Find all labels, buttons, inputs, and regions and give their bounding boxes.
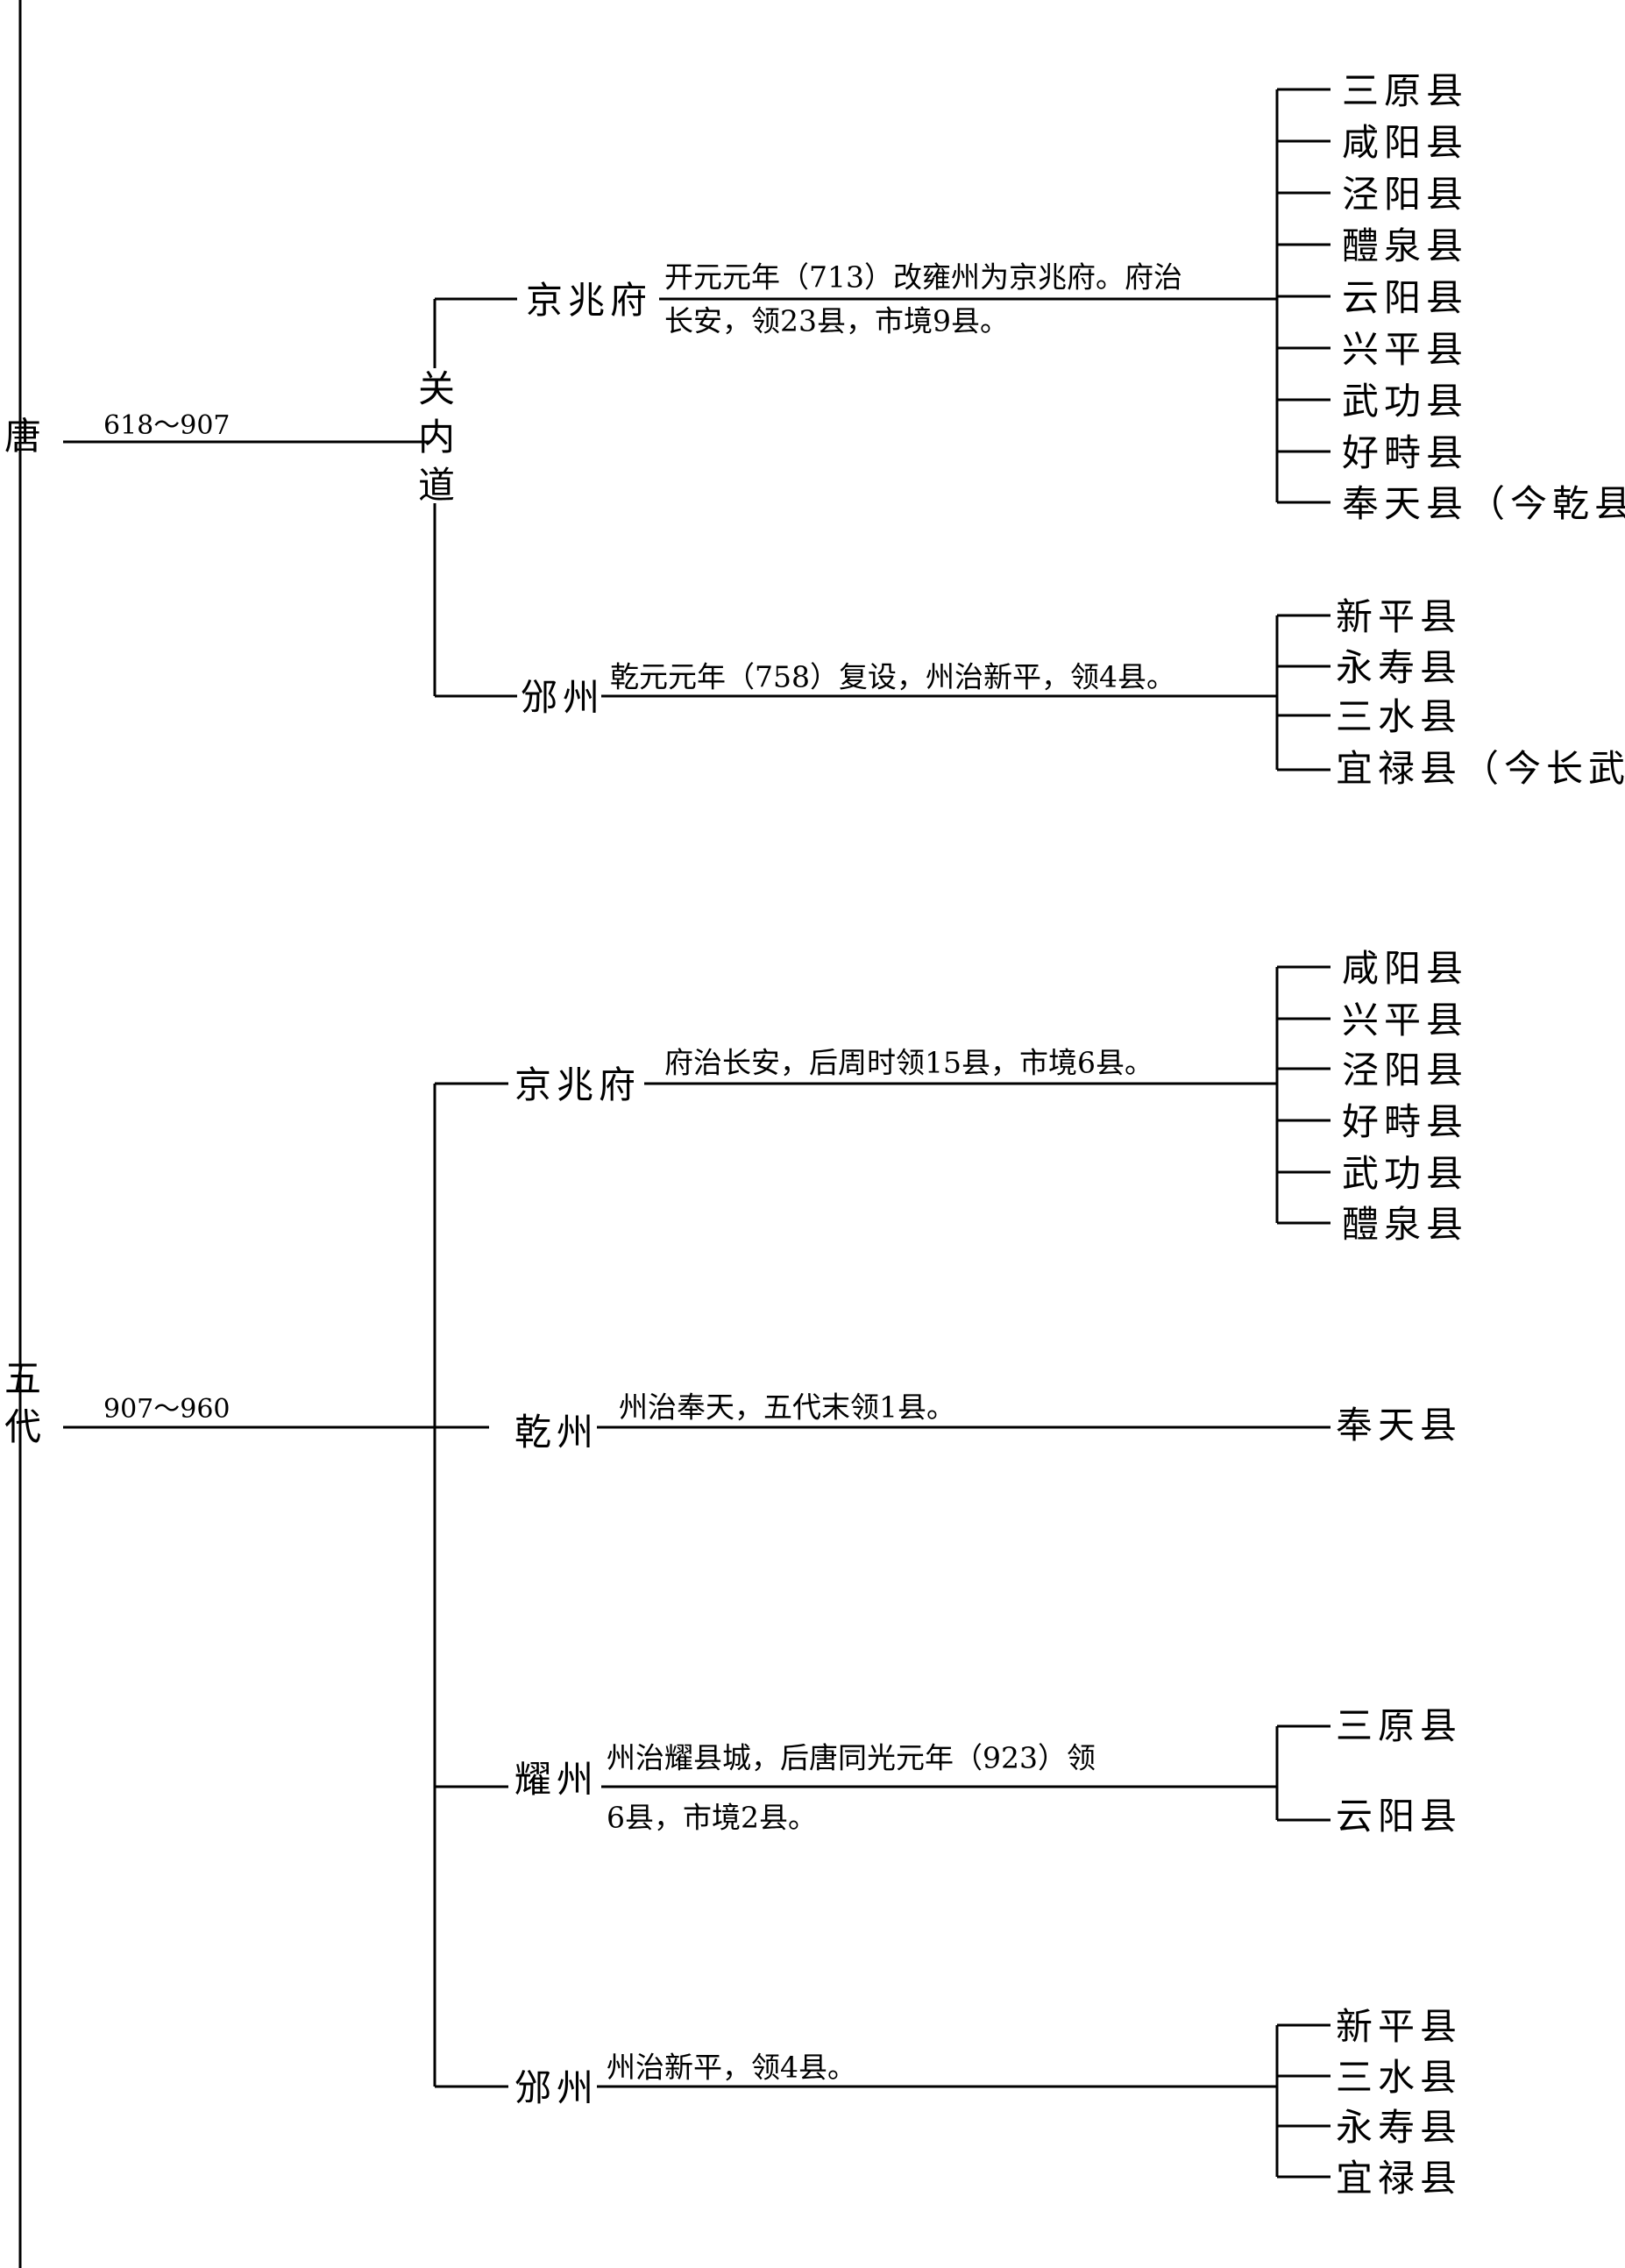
- county: 云阳县: [1342, 276, 1469, 319]
- county: 好畤县: [1342, 431, 1469, 474]
- wudai-binzhou-name: 邠州: [514, 2066, 600, 2109]
- wudai-years: 907～960: [103, 1394, 231, 1425]
- county: 永寿县: [1336, 646, 1463, 689]
- county: 武功县: [1342, 380, 1469, 423]
- county: 新平县: [1336, 2005, 1463, 2048]
- circuit-guanneidao: 关内道: [417, 367, 455, 507]
- county: 咸阳县: [1342, 947, 1469, 990]
- wudai-yaozhou-name: 耀州: [514, 1758, 600, 1801]
- county: 咸阳县: [1342, 121, 1469, 164]
- wudai-jingzhao-ticks: [1277, 965, 1331, 1225]
- county: 好畤县: [1342, 1100, 1469, 1143]
- tang-jingzhao-note-2: 长安，领23县，市境9县。: [664, 303, 1009, 338]
- tang-jingzhao-ticks: [1277, 88, 1331, 504]
- county: 奉天县: [1336, 1404, 1463, 1447]
- county: 三水县: [1336, 695, 1463, 738]
- wudai-binzhou-ticks: [1277, 2023, 1331, 2179]
- county: 武功县: [1342, 1152, 1469, 1195]
- tang-binzhou-ticks: [1277, 614, 1331, 771]
- wudai-qianzhou-note: 州治奉天，五代末领1县。: [619, 1390, 955, 1425]
- county: 奉天县（今乾县）: [1342, 482, 1625, 525]
- dynasty-wudai: 五代: [4, 1357, 41, 1448]
- county: 泾阳县: [1342, 173, 1469, 216]
- tang-years: 618～907: [103, 410, 231, 441]
- tang-binzhou-note: 乾元元年（758）复设，州治新平，领4县。: [610, 659, 1175, 694]
- tang-binzhou-name: 邠州: [521, 676, 606, 719]
- county: 兴平县: [1342, 328, 1469, 371]
- county: 宜禄县: [1336, 2157, 1463, 2200]
- dynasty-tang: 唐: [4, 415, 41, 458]
- tang-jingzhao-note-1: 开元元年（713）改雍州为京兆府。府治: [664, 260, 1182, 295]
- wudai-qianzhou-name: 乾州: [514, 1411, 600, 1454]
- county: 泾阳县: [1342, 1049, 1469, 1091]
- wudai-binzhou-note: 州治新平，领4县。: [607, 2050, 856, 2085]
- county: 三水县: [1336, 2056, 1463, 2099]
- county: 兴平县: [1342, 999, 1469, 1042]
- county: 新平县: [1336, 595, 1463, 638]
- county: 三原县: [1336, 1704, 1463, 1747]
- county: 醴泉县: [1342, 1203, 1469, 1246]
- county: 三原县: [1342, 69, 1469, 112]
- wudai-jingzhao-note: 府治长安，后周时领15县，市境6县。: [664, 1045, 1153, 1080]
- wudai-jingzhao-name: 京兆府: [514, 1063, 642, 1106]
- wudai-yaozhou-note-2: 6县，市境2县。: [607, 1800, 817, 1835]
- wudai-yaozhou-note-1: 州治耀县城，后唐同光元年（923）领: [607, 1740, 1096, 1775]
- county: 云阳县: [1336, 1795, 1463, 1838]
- county: 醴泉县: [1342, 224, 1469, 267]
- tang-jingzhao-name: 京兆府: [526, 279, 653, 322]
- county: 宜禄县（今长武）: [1336, 747, 1625, 790]
- county: 永寿县: [1336, 2106, 1463, 2149]
